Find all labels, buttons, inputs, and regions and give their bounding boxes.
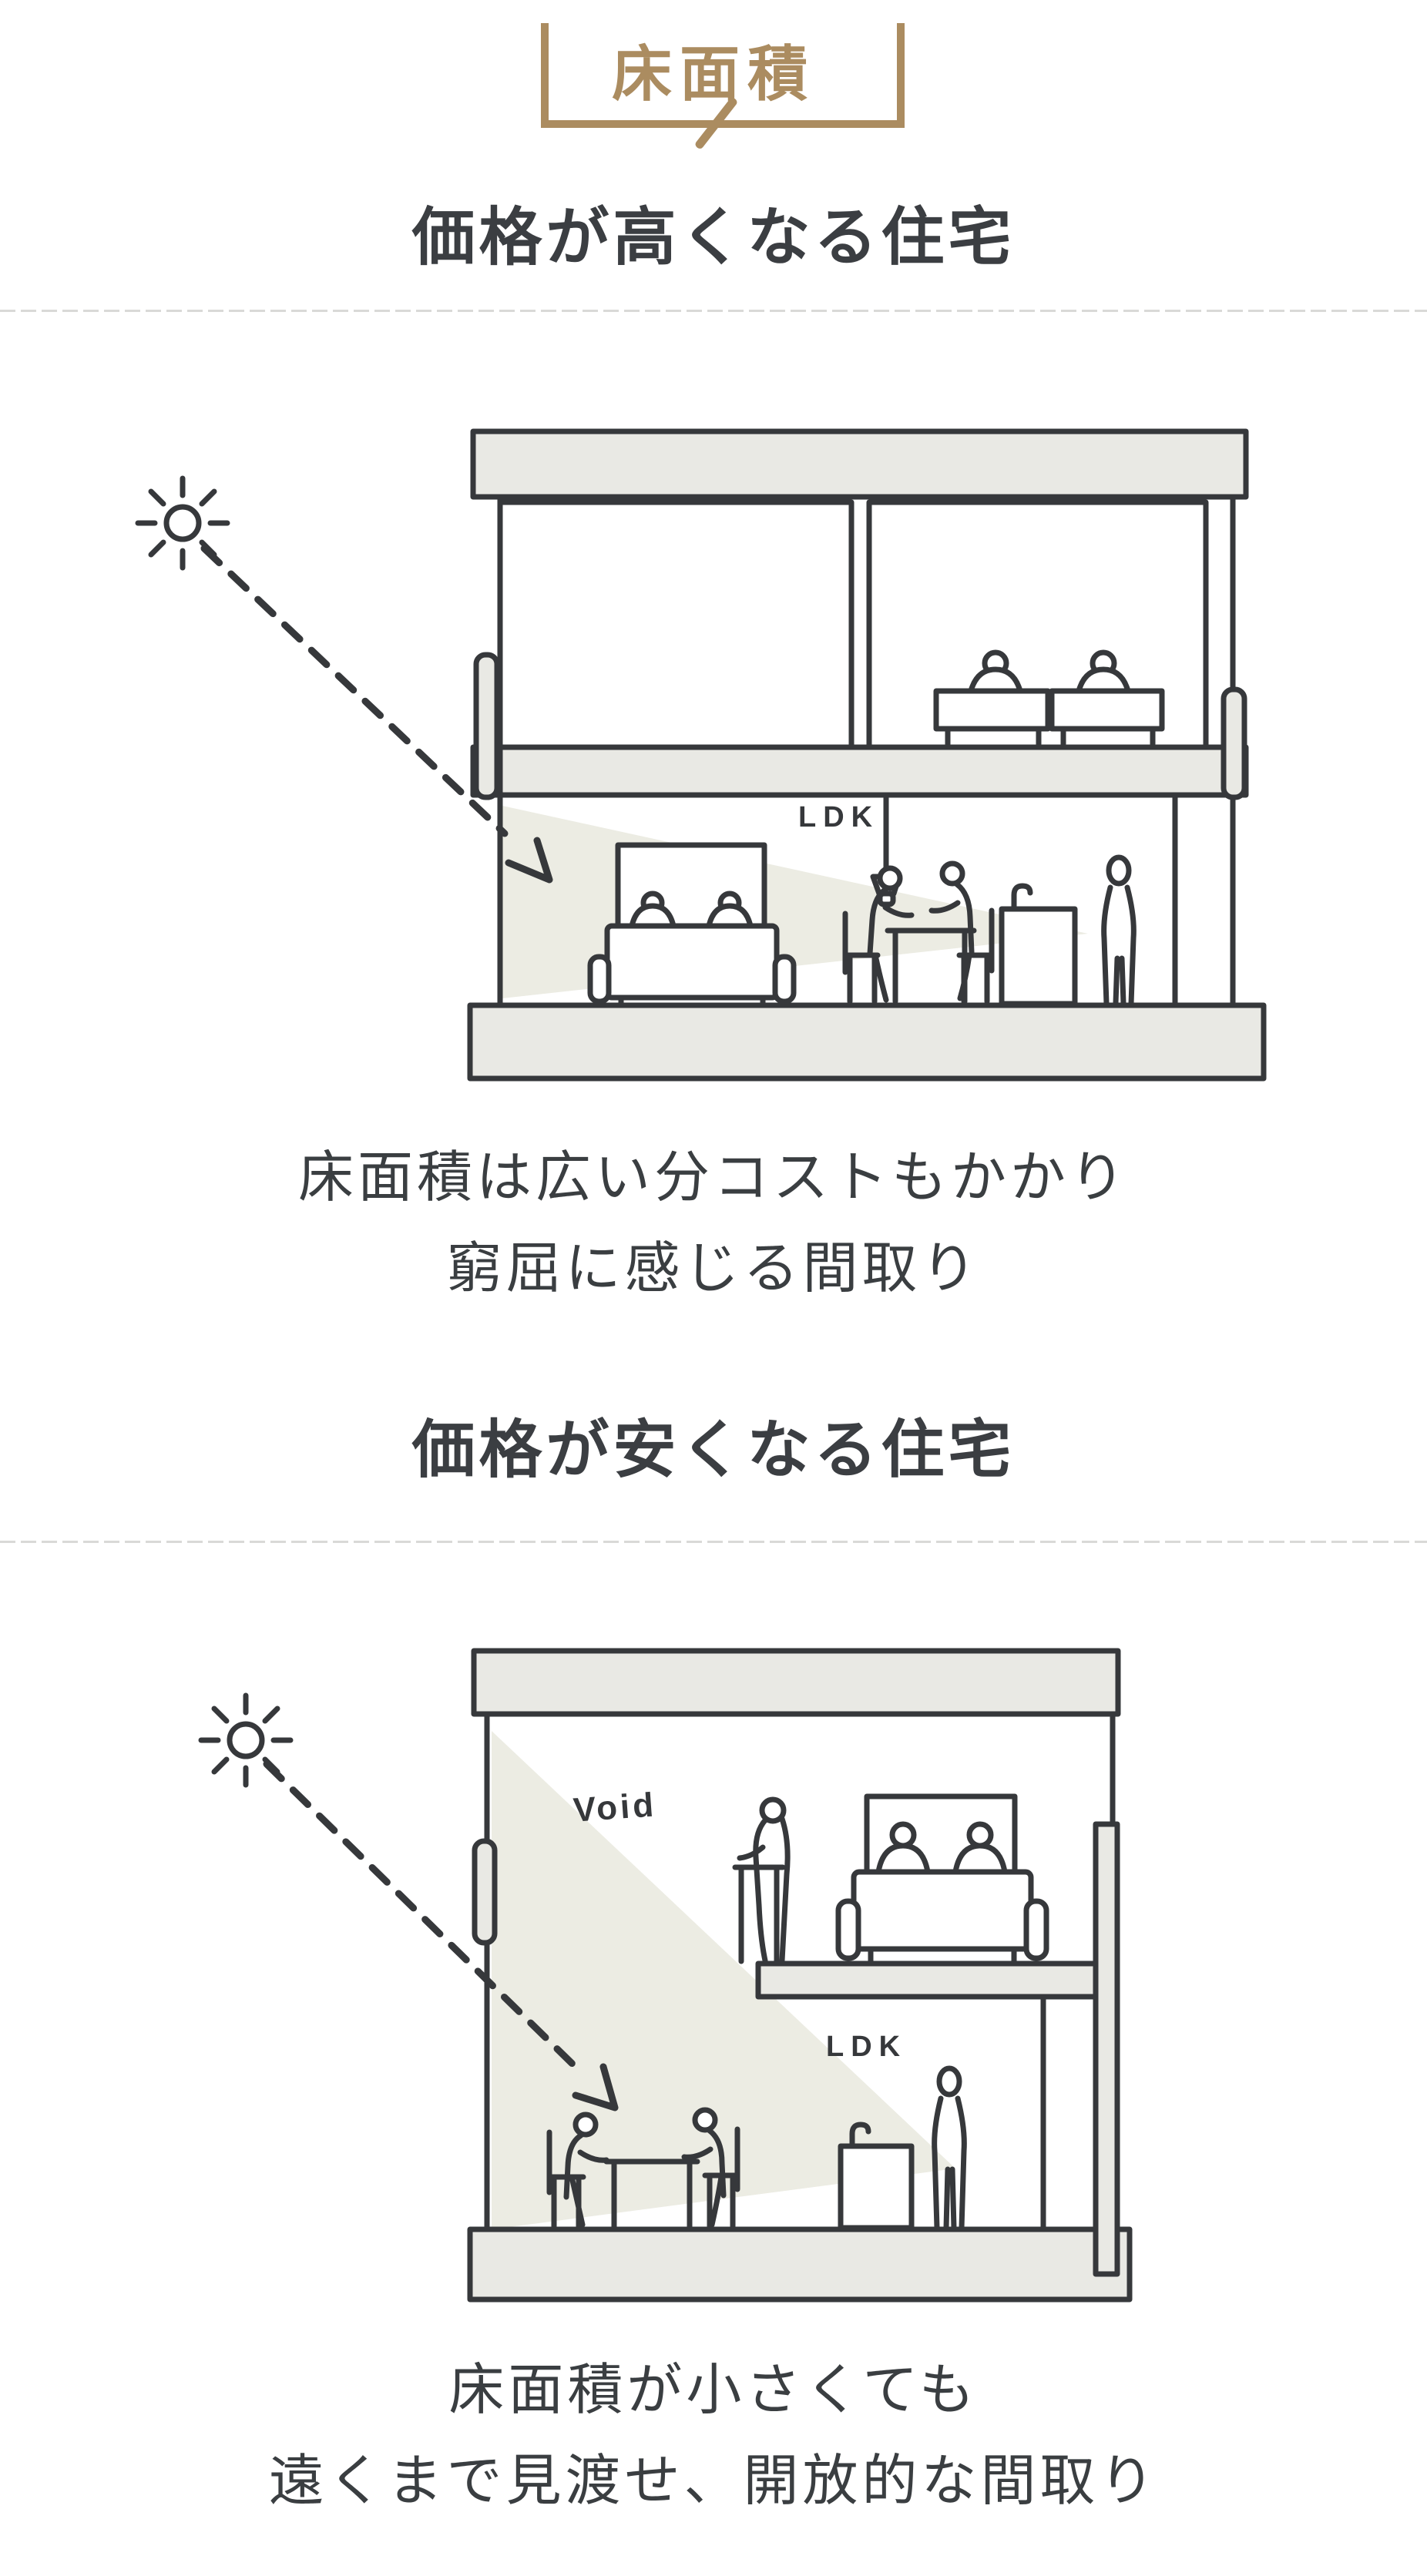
dining-set: [842, 860, 995, 1005]
section-heading-expensive: 価格が高くなる住宅: [411, 203, 1016, 273]
sunlight-dashed-arrow: [200, 545, 553, 884]
table-set: [546, 2107, 740, 2231]
caption-line: 床面積は広い分コストもかかり: [297, 1147, 1129, 1209]
section-heading-cheap: 価格が安くなる住宅: [411, 1415, 1016, 1485]
room-label-ldk-1: LDK: [798, 801, 880, 834]
mezzanine-sofa-group: [835, 1793, 1049, 1964]
sun-icon: [135, 475, 230, 571]
right-wall-strip: [1093, 1821, 1120, 2277]
standing-person: [932, 2065, 967, 2231]
caption-line: 窮屈に感じる間取り: [446, 1238, 981, 1300]
kitchen-counter: [999, 883, 1078, 1007]
kitchen-counter: [838, 2122, 915, 2231]
floor-slab: [470, 744, 1249, 798]
void-label: Void: [572, 1786, 658, 1830]
floor-area-badge-frame: [541, 23, 905, 128]
leaning-person: [737, 1796, 791, 1964]
floor-area-badge-label: 床面積: [611, 40, 815, 108]
sunlight-dashed-arrow: [263, 1760, 619, 2111]
caption-cheap: 床面積が小さくても 遠くまで見渡せ、開放的な間取り: [0, 2345, 1427, 2527]
ground-slab: [467, 1002, 1267, 1082]
caption-expensive: 床面積は広い分コストもかかり 窮屈に感じる間取り: [0, 1132, 1427, 1314]
left-window-ledge: [472, 1838, 498, 1946]
room-label-ldk-2: LDK: [826, 2031, 908, 2063]
house-expensive-illustration: [135, 428, 1267, 1082]
upstairs-desk-people: [933, 649, 1165, 747]
caption-line: 遠くまで見渡せ、開放的な間取り: [268, 2450, 1159, 2512]
second-floor-left-room: [497, 499, 855, 750]
right-window-ledge: [1221, 686, 1247, 800]
caption-line: 床面積が小さくても: [448, 2360, 979, 2421]
left-window-ledge: [473, 652, 500, 800]
sofa-group: [587, 842, 797, 1008]
mezzanine-slab: [755, 1961, 1120, 2000]
roof-slab: [471, 1648, 1121, 1717]
section-divider: [0, 1541, 1427, 1543]
section-divider: [0, 310, 1427, 312]
roof-slab: [470, 428, 1249, 500]
ground-slab: [467, 2226, 1133, 2303]
house-cheap-illustration: [198, 1648, 1133, 2303]
standing-person: [1101, 854, 1137, 1007]
